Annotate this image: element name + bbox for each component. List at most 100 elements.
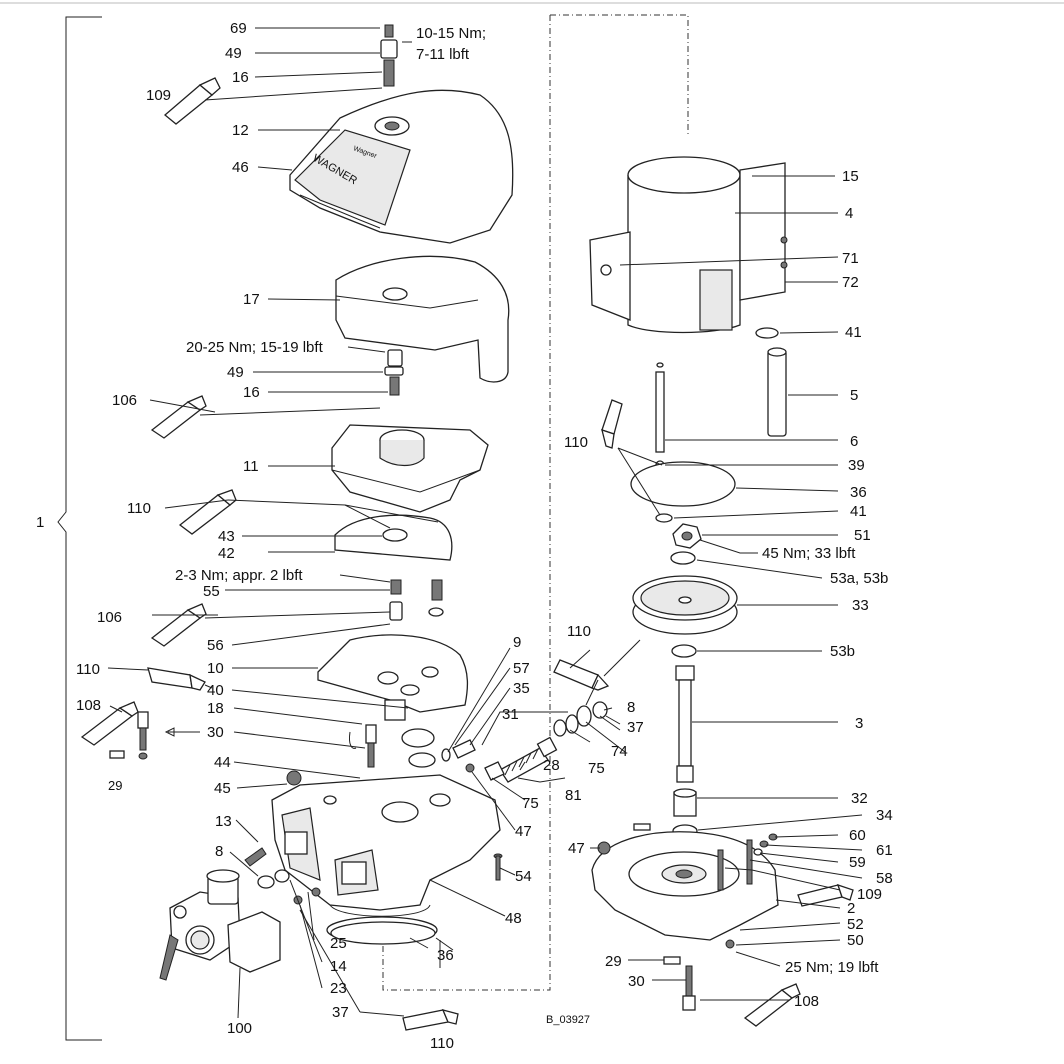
label-72: 72 (842, 274, 859, 291)
seal-14 (274, 869, 290, 883)
part-labels: 69 10-15 Nm; 7-11 lbft 49 16 109 12 46 1… (76, 20, 893, 1052)
label-57: 57 (513, 660, 530, 677)
label-1: 1 (36, 514, 44, 531)
label-71: 71 (842, 250, 859, 267)
label-53a-53b: 53a, 53b (830, 570, 888, 587)
torque-50: 25 Nm; 19 lbft (785, 959, 879, 976)
label-60: 60 (849, 827, 866, 844)
frame-line-top (550, 14, 689, 135)
part-10-plate (317, 634, 469, 721)
o-ring-43 (382, 528, 408, 542)
label-58: 58 (876, 870, 893, 887)
label-13: 13 (215, 813, 232, 830)
pin-small (633, 823, 651, 831)
label-51: 51 (854, 527, 871, 544)
label-32: 32 (851, 790, 868, 807)
valve-parts-74-75 (553, 701, 608, 737)
label-54: 54 (515, 868, 532, 885)
label-53b: 53b (830, 643, 855, 660)
part-11-block (331, 424, 489, 513)
label-69: 69 (230, 20, 247, 37)
label-41b: 41 (850, 503, 867, 520)
sealant-tube-110c (402, 1009, 459, 1031)
label-110d: 110 (567, 623, 591, 640)
sealant-tube-110e (601, 399, 623, 449)
screw-49-group (384, 349, 404, 396)
sealant-tube-110d (553, 659, 610, 691)
label-16a: 16 (232, 69, 249, 86)
sealant-tube-108b (743, 983, 801, 1027)
frame-line-bottom (382, 935, 551, 991)
label-109b: 109 (857, 886, 882, 903)
label-108b: 108 (794, 993, 819, 1010)
label-34: 34 (876, 807, 893, 824)
ring-47a (465, 763, 475, 773)
valve-30a (137, 711, 149, 760)
label-106b: 106 (97, 609, 122, 626)
o-ring-36a (330, 921, 436, 945)
fittings-58-61 (753, 833, 778, 856)
label-110b: 110 (76, 661, 100, 678)
o-ring-lower (408, 752, 436, 768)
label-10: 10 (207, 660, 224, 677)
fitting-75a (484, 761, 505, 781)
label-100: 100 (227, 1020, 252, 1037)
rod-6 (655, 362, 665, 453)
sealant-tube-110a (178, 489, 237, 535)
plug-13 (244, 847, 267, 867)
label-106a: 106 (112, 392, 137, 409)
label-108a: 108 (76, 697, 101, 714)
label-81: 81 (565, 787, 582, 804)
sealant-tube-109a (163, 77, 221, 125)
gasket-36b (630, 461, 736, 507)
label-41a: 41 (845, 324, 862, 341)
label-31: 31 (502, 706, 519, 723)
plug-45 (286, 770, 302, 786)
label-14: 14 (330, 958, 347, 975)
label-44: 44 (214, 754, 231, 771)
valve-18 (349, 724, 377, 768)
o-ring-40 (401, 728, 435, 748)
label-52: 52 (847, 916, 864, 933)
washer-53b (671, 644, 697, 658)
label-110c: 110 (430, 1035, 454, 1052)
label-11: 11 (243, 458, 259, 475)
label-3: 3 (855, 715, 863, 732)
sealant-tube-106b (150, 603, 207, 647)
label-33: 33 (852, 597, 869, 614)
label-55: 55 (203, 583, 220, 600)
label-18: 18 (207, 700, 224, 717)
label-17: 17 (243, 291, 260, 308)
label-16b: 16 (243, 384, 260, 401)
label-42: 42 (218, 545, 235, 562)
torque-51: 45 Nm; 33 lbft (762, 545, 856, 562)
fitting-8a (257, 875, 275, 889)
part-17-housing (335, 255, 510, 383)
nut-51 (672, 523, 702, 549)
label-28: 28 (543, 757, 560, 774)
label-39: 39 (848, 457, 865, 474)
label-36b: 36 (850, 484, 867, 501)
label-8b: 8 (627, 699, 635, 716)
label-4: 4 (845, 205, 853, 222)
label-109a: 109 (146, 87, 171, 104)
label-40: 40 (207, 682, 224, 699)
washer-53a (670, 551, 696, 565)
plug-25 (311, 887, 321, 897)
sealant-tube-106a (150, 395, 207, 439)
label-59: 59 (849, 854, 866, 871)
cylinder-4 (589, 156, 788, 334)
base-plate-2 (591, 831, 779, 949)
label-110a: 110 (127, 500, 151, 517)
label-49b: 49 (227, 364, 244, 381)
label-5: 5 (850, 387, 858, 404)
label-6: 6 (850, 433, 858, 450)
label-35: 35 (513, 680, 530, 697)
label-2: 2 (847, 900, 855, 917)
fitting-9 (441, 739, 476, 762)
label-29b: 29 (605, 953, 622, 970)
pin-29a (109, 750, 125, 759)
sealant-tube-109b (797, 883, 854, 907)
pump-housing-48 (271, 774, 501, 944)
